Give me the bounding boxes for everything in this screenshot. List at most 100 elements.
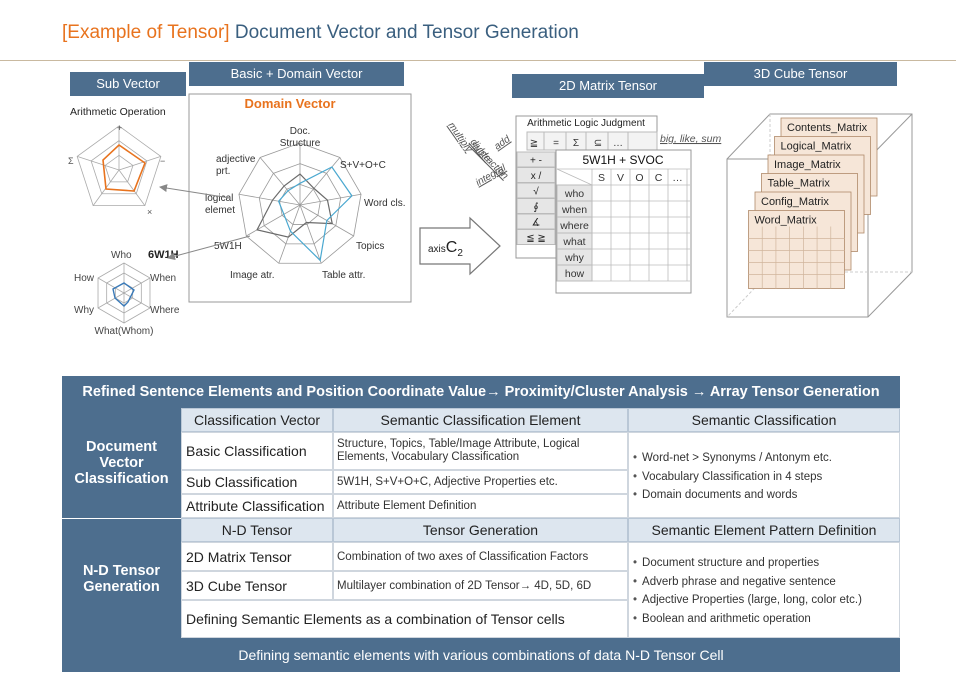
section2-bullets: Document structure and propertiesAdverb … bbox=[628, 542, 900, 638]
arith-axis-label: Σ bbox=[68, 156, 74, 166]
domain-spoke bbox=[238, 193, 301, 206]
section1-title: Document Vector Classification bbox=[62, 408, 181, 518]
cube-layer-label: Config_Matrix bbox=[761, 196, 829, 208]
diag-word: multiply bbox=[446, 120, 475, 155]
back-row-label: ∮ bbox=[533, 202, 538, 213]
matrix-back-title: Arithmetic Logic Judgment bbox=[527, 118, 645, 129]
section2-title: N-D Tensor Generation bbox=[62, 518, 181, 638]
connector-arrow bbox=[167, 235, 251, 261]
section1-bullet: Vocabulary Classification in 4 steps bbox=[633, 468, 899, 487]
top-banner: Refined Sentence Elements and Position C… bbox=[62, 376, 900, 408]
section1-col-header: Semantic Classification Element bbox=[333, 408, 628, 432]
w1h-axis-label: How bbox=[74, 273, 95, 284]
front-row-label: when bbox=[561, 204, 587, 216]
wide-row: Defining Semantic Elements as a combinat… bbox=[181, 600, 628, 638]
w1h-spoke bbox=[123, 277, 151, 294]
back-row-cell bbox=[516, 229, 556, 245]
front-col-label: S bbox=[598, 172, 605, 184]
domain-series-gray bbox=[256, 173, 333, 238]
arith-spoke bbox=[77, 156, 120, 171]
title-divider bbox=[0, 60, 956, 61]
title-main: Document Vector and Tensor Generation bbox=[229, 22, 579, 43]
section2-bullet: Adverb phrase and negative sentence bbox=[633, 573, 899, 592]
matrix-2d-header: 2D Matrix Tensor bbox=[512, 74, 704, 98]
arith-title: Arithmetic Operation bbox=[70, 106, 166, 118]
back-col-label: Σ bbox=[573, 138, 579, 149]
arithmetic-radar: Arithmetic Operation +−×Σ bbox=[68, 106, 166, 217]
table-row-desc: Multilayer combination of 2D Tensor→ 4D,… bbox=[333, 571, 628, 600]
cube-layer-label: Contents_Matrix bbox=[787, 122, 868, 134]
back-col-label: … bbox=[613, 138, 623, 149]
table-row-name: Attribute Classification bbox=[181, 494, 333, 518]
w1h-axis-label: Where bbox=[150, 305, 180, 316]
front-row-label: why bbox=[564, 252, 584, 264]
domain-series-blue bbox=[277, 166, 353, 262]
w1h-title: 6W1H bbox=[148, 249, 179, 261]
arith-axis-label: − bbox=[160, 156, 165, 166]
section2-bullet: Adjective Properties (large, long, color… bbox=[633, 591, 899, 610]
back-row-label: √ bbox=[533, 186, 539, 198]
arith-grid-ring bbox=[76, 125, 162, 206]
section2-bullet: Boolean and arithmetic operation bbox=[633, 610, 899, 629]
domain-spoke bbox=[259, 157, 301, 206]
arith-spoke bbox=[118, 169, 146, 206]
front-row-label: how bbox=[565, 268, 585, 280]
summary-table: Refined Sentence Elements and Position C… bbox=[62, 376, 900, 672]
section2-bullet: Document structure and properties bbox=[633, 554, 899, 573]
diagram-svg: Arithmetic Operation +−×Σ 6W1H WhoWhenWh… bbox=[68, 93, 913, 337]
domain-axis-label: Table attr. bbox=[322, 270, 365, 281]
w1h-axis-label: Who bbox=[111, 250, 132, 261]
page-title: [Example of Tensor] Document Vector and … bbox=[62, 22, 579, 44]
cube-layer-label: Logical_Matrix bbox=[781, 141, 852, 153]
w1h-series bbox=[112, 282, 135, 307]
title-prefix: [Example of Tensor] bbox=[62, 22, 230, 43]
bottom-banner: Defining semantic elements with various … bbox=[62, 638, 900, 672]
axis-label: axisC2 bbox=[428, 239, 463, 259]
domain-spoke bbox=[299, 157, 341, 206]
front-row-cell bbox=[556, 264, 593, 282]
w1h-spoke bbox=[97, 292, 125, 309]
cube-layer: Word_Matrix bbox=[748, 210, 845, 289]
front-col-label: V bbox=[617, 172, 624, 184]
arith-series bbox=[102, 143, 146, 192]
w1h-spoke bbox=[97, 277, 125, 294]
back-col-header-bar bbox=[526, 131, 658, 151]
front-col-label: … bbox=[672, 172, 683, 184]
w1h-axis-label: Why bbox=[74, 305, 94, 316]
domain-axis-label: Doc.Structure bbox=[280, 126, 321, 149]
section2-col-header: Tensor Generation bbox=[333, 518, 628, 542]
back-row-label: ∡ bbox=[532, 218, 541, 229]
section1-bullet: Domain documents and words bbox=[633, 486, 899, 505]
back-row-label: ≦ ≧ bbox=[526, 233, 546, 244]
w1h-axis-label: When bbox=[150, 273, 176, 284]
front-col-label: O bbox=[635, 172, 643, 184]
front-row-label: where bbox=[559, 220, 589, 232]
section1-col-header: Classification Vector bbox=[181, 408, 333, 432]
cube-layer-label: Image_Matrix bbox=[774, 159, 841, 171]
w1h-spoke bbox=[123, 292, 151, 309]
table-row-desc: 5W1H, S+V+O+C, Adjective Properties etc. bbox=[333, 470, 628, 494]
cube-3d: Contents_MatrixLogical_MatrixImage_Matri… bbox=[726, 113, 913, 318]
front-corner-diagonal bbox=[556, 168, 593, 186]
arith-axis-label: × bbox=[147, 207, 152, 217]
diag-word: add bbox=[492, 134, 512, 153]
domain-spoke bbox=[278, 204, 301, 264]
domain-axis-label: Word cls. bbox=[364, 198, 406, 209]
side-note: big, like, sum bbox=[660, 133, 722, 145]
domain-axis-label: S+V+O+C bbox=[340, 160, 386, 171]
section1-col-header: Semantic Classification bbox=[628, 408, 900, 432]
domain-vector-title: Domain Vector bbox=[244, 96, 335, 111]
table-row-name: 2D Matrix Tensor bbox=[181, 542, 333, 571]
section2-col-header: N-D Tensor bbox=[181, 518, 333, 542]
table-row-desc: Attribute Element Definition bbox=[333, 494, 628, 518]
table-row-name: Basic Classification bbox=[181, 432, 333, 470]
w1h-axis-label: What(Whom) bbox=[95, 326, 154, 337]
front-row-label: who bbox=[564, 188, 584, 200]
domain-vector-header: Basic + Domain Vector bbox=[189, 62, 404, 86]
front-row-label: what bbox=[562, 236, 585, 248]
